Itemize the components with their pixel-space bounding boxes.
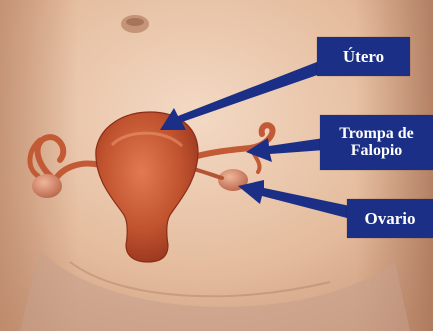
label-ovario: Ovario [347,199,433,238]
label-utero: Útero [317,37,410,76]
label-trompa-de-falopio: Trompa de Falopio [320,115,433,170]
left-ovary [32,174,62,198]
